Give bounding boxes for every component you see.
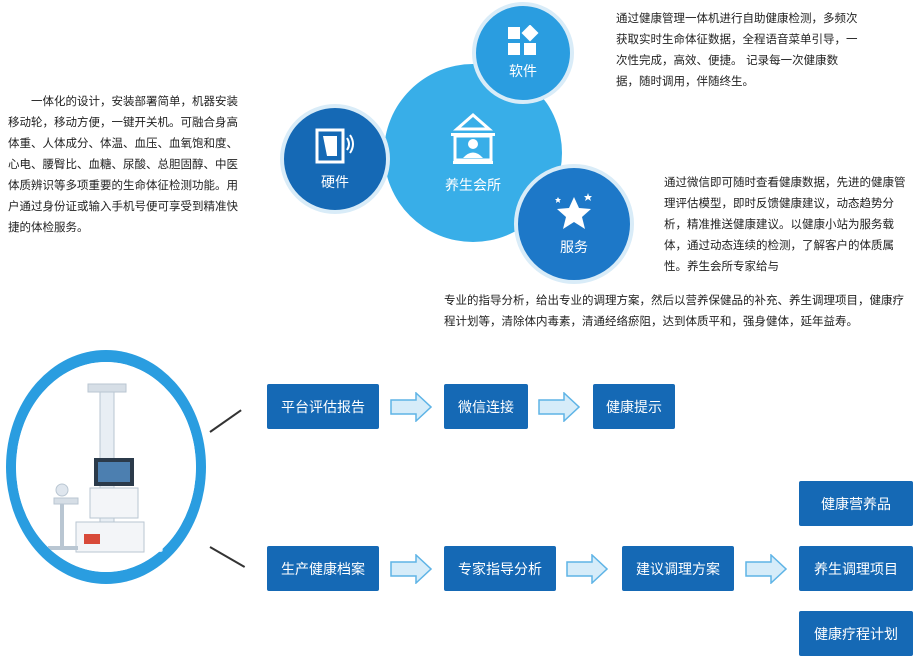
clubhouse-icon [443, 111, 503, 167]
star-icon [552, 191, 596, 231]
health-alert-box: 健康提示 [593, 384, 675, 429]
health-kiosk-icon [16, 362, 196, 572]
conditioning-plan-box: 建议调理方案 [622, 546, 734, 591]
wellness-program-box: 养生调理项目 [799, 546, 913, 591]
hardware-label: 硬件 [321, 175, 349, 191]
tablet-icon [313, 126, 357, 166]
flow-arrow-icon [390, 554, 432, 584]
service-circle: 服务 [514, 164, 634, 284]
flow-arrow-icon [745, 554, 787, 584]
expert-analysis-box: 专家指导分析 [444, 546, 556, 591]
apps-grid-icon [506, 25, 540, 57]
hardware-circle: 硬件 [280, 104, 390, 214]
software-circle: 软件 [472, 2, 574, 104]
connector-line-top [209, 409, 242, 433]
flow-arrow-icon [538, 392, 580, 422]
member-health-check-title: 会员健康检测 [144, 421, 164, 555]
software-label: 软件 [509, 64, 537, 80]
connector-line-bottom [209, 546, 246, 568]
wechat-connect-box: 微信连接 [444, 384, 528, 429]
hardware-description: 一体化的设计，安装部署简单，机器安装移动轮，移动方便，一键开关机。可融合身高体重… [8, 94, 238, 234]
kiosk-illustration [16, 362, 196, 572]
service-description: 通过微信即可随时查看健康数据，先进的健康管理评估模型，即时反馈健康建议，动态趋势… [664, 175, 906, 273]
health-record-box: 生产健康档案 [267, 546, 379, 591]
flow-arrow-icon [566, 554, 608, 584]
treatment-plan-box: 健康疗程计划 [799, 611, 913, 656]
service-label: 服务 [560, 240, 588, 256]
service-description-continued: 专业的指导分析，给出专业的调理方案，然后以营养保健品的补充、养生调理项目，健康疗… [444, 293, 904, 328]
platform-report-box: 平台评估报告 [267, 384, 379, 429]
software-description: 通过健康管理一体机进行自助健康检测，多频次获取实时生命体征数据，全程语音菜单引导… [616, 11, 858, 88]
center-label: 养生会所 [445, 178, 501, 194]
flow-arrow-icon [390, 392, 432, 422]
nutrition-products-box: 健康营养品 [799, 481, 913, 526]
